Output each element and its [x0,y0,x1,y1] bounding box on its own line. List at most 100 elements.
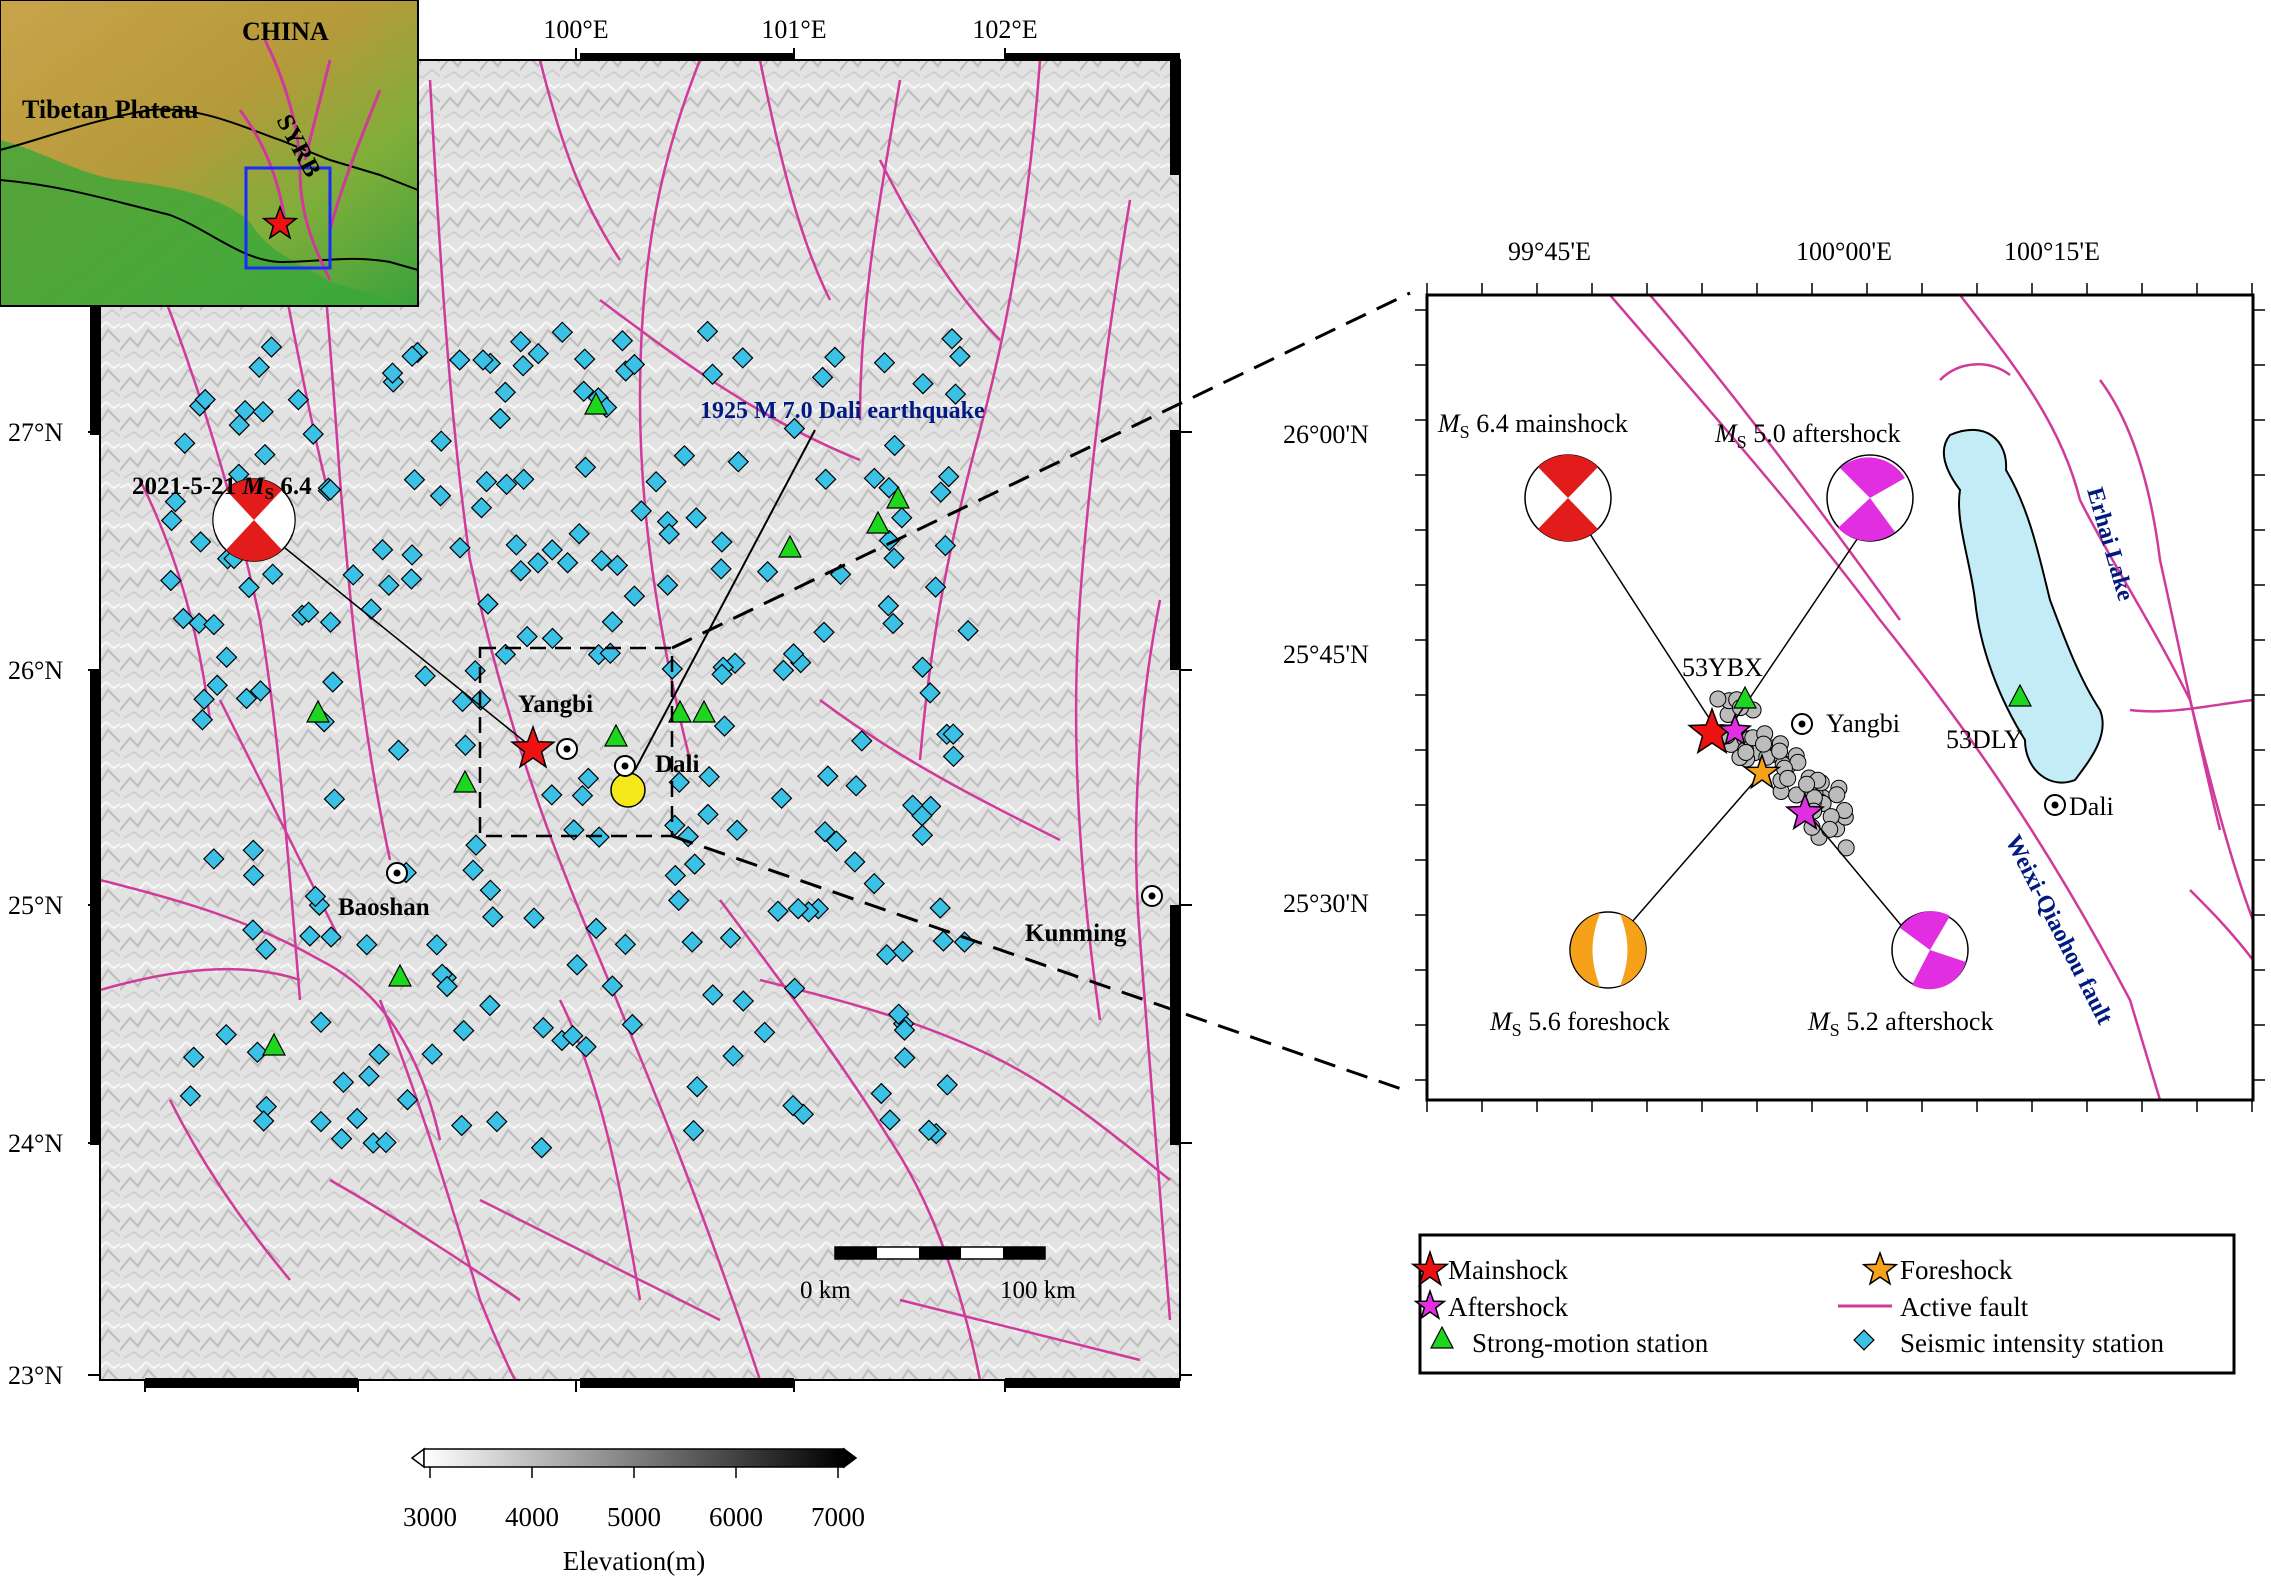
intensity-station-marker [356,933,378,956]
intensity-station-marker [696,320,719,343]
mainshock-star [510,724,556,769]
intensity-station-marker [310,1110,332,1133]
intensity-station-marker [844,851,866,873]
intensity-station-marker [164,490,187,513]
main-lon-tick-label: 100°E [543,15,608,44]
strong-motion-station-marker [886,485,910,509]
intensity-station-marker [878,529,901,552]
aftershock52-label: MS 5.2 aftershock [1807,1007,1993,1040]
zoom-lat-tick-label-3: 25°30'N [1283,889,1369,918]
main-lat-tick-label: 24°N [8,1129,63,1158]
intensity-station-marker [342,564,364,586]
aftershock-dot [1709,690,1727,708]
intensity-station-marker [252,400,274,423]
intensity-station-marker [957,619,979,642]
intensity-station-marker [505,534,528,556]
inset-study-box [244,166,332,270]
aftershock50-beachball [1826,454,1914,542]
intensity-station-marker [814,820,836,843]
intensity-station-marker [403,468,426,491]
intensity-station-marker [302,423,324,445]
strong-motion-station-marker [692,699,716,723]
intensity-station-marker [465,834,487,856]
intensity-station-marker [702,984,724,1006]
scalebar-hundred-label: 100 km [1000,1277,1076,1304]
intensity-station-marker [711,531,733,553]
intensity-station-marker [400,568,423,590]
intensity-station-marker [322,671,344,693]
intensity-station-marker [172,607,195,630]
intensity-station-marker [664,814,686,837]
inset-border-north [0,108,419,191]
intensity-station-marker [568,522,590,545]
zoom-city-yangbi: Yangbi [1791,709,1900,738]
intensity-station-marker [510,559,532,582]
intensity-station-marker [248,356,270,378]
intensity-station-marker [711,663,733,686]
erhai-lake [1942,429,2104,784]
intensity-station-marker [561,1024,584,1047]
aftershock52-leader [1804,809,1906,931]
main-lat-tick-label: 26°N [8,656,63,685]
intensity-station-marker [701,363,724,385]
intensity-station-marker [772,659,795,682]
intensity-station-marker [310,1011,332,1034]
zoom-map-faults [1609,295,2253,1100]
legend-foreshock-icon [1861,1250,1899,1286]
legend-frame [1418,1233,2236,1375]
intensity-station-marker [932,930,955,952]
intensity-station-marker [242,864,265,887]
intensity-station-marker [893,1019,916,1041]
intensity-station-marker [193,688,215,710]
aftershock-dot [1755,735,1772,753]
intensity-station-marker [630,500,653,522]
event-label: 2021-5-21 MS 6.4 [132,473,312,503]
intensity-station-marker [255,938,277,960]
intensity-station-marker [930,481,952,503]
intensity-station-marker [645,470,667,493]
intensity-station-marker [173,432,196,454]
intensity-station-marker [953,931,976,953]
zoom-lat-tick-label-2: 25°45'N [1283,640,1369,669]
strong-motion-stations [262,391,910,1056]
colorbar-tick-4000: 4000 [505,1502,559,1532]
aftershock-dot [1771,742,1789,760]
inset-map: CHINA Tibetan Plateau SYRB [0,0,419,307]
intensity-station-marker [494,381,517,404]
intensity-station-marker [873,351,896,374]
intensity-station-marker [249,680,272,702]
intensity-station-marker [585,917,607,940]
aftershock-dot [1737,744,1755,761]
intensity-station-marker [541,784,563,806]
intensity-station-marker [516,625,538,648]
intensity-station-marker [882,612,904,635]
intensity-station-marker [297,601,320,623]
intensity-station-marker [189,531,212,553]
zoom-lon-tick-label-3: 100°15'E [2004,237,2100,266]
intensity-station-marker [911,656,934,678]
intensity-station-marker [924,576,947,598]
intensity-station-marker [215,646,238,668]
intensity-station-marker [937,465,960,488]
intensity-station-marker [160,569,182,592]
intensity-station-marker [330,1128,353,1150]
intensity-station-marker [228,463,250,486]
station-53dly-label: 53DLY [1946,725,2023,754]
intensity-station-marker [234,399,256,422]
zoom-aftershock50-star [1717,712,1753,746]
intensity-station-marker [590,549,613,572]
aftershock50-label: MS 5.0 aftershock [1714,419,1900,452]
intensity-station-marker [719,927,742,949]
intensity-station-marker [320,926,342,948]
intensity-station-marker [362,1132,384,1154]
intensity-station-marker [482,906,504,928]
main-map-frame-bars [90,53,1180,1388]
intensity-station-marker [450,1114,473,1137]
intensity-station-marker [731,347,754,369]
intensity-station-marker [571,784,594,807]
intensity-station-marker [942,723,964,745]
intensity-station-marker [261,563,284,585]
intensity-station-marker [489,407,511,430]
intensity-station-marker [358,1065,380,1087]
intensity-station-marker [319,479,342,501]
